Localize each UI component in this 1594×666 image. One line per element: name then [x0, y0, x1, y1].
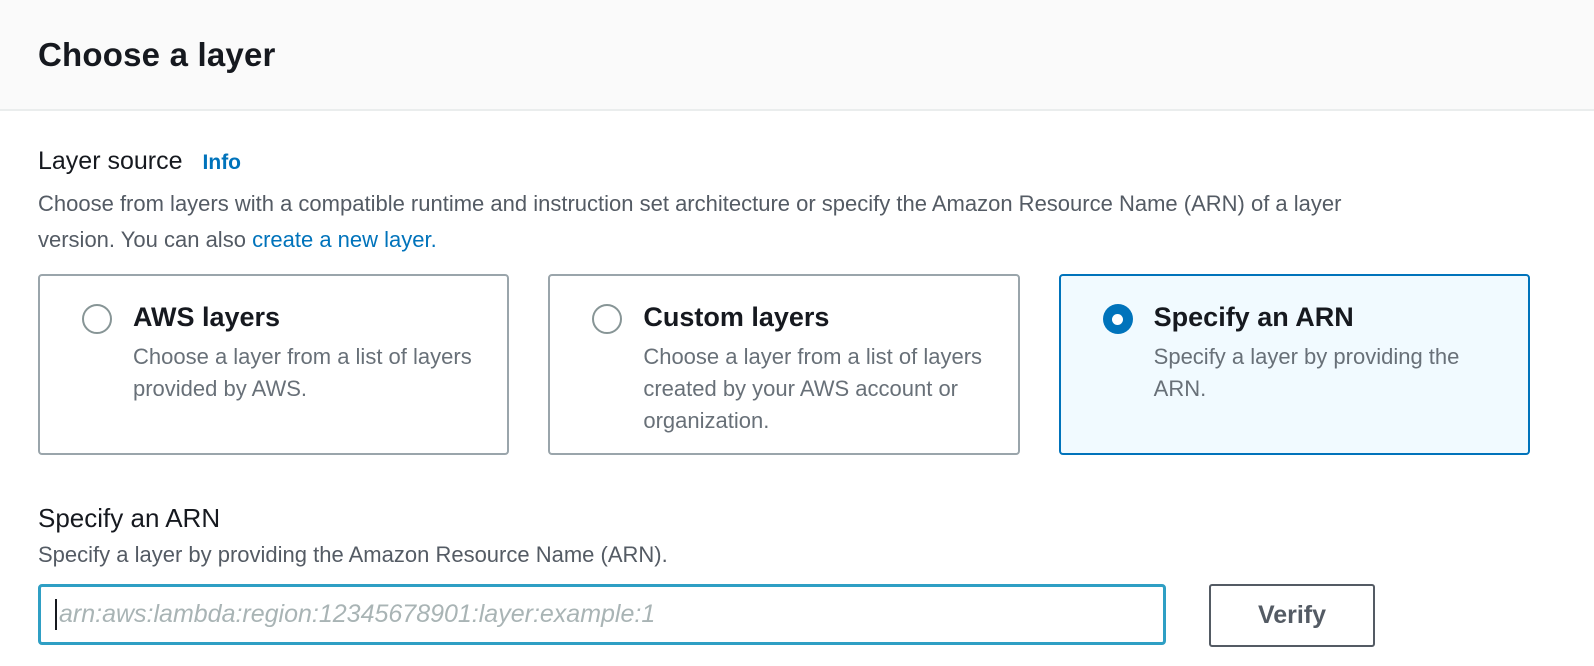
option-title-aws-layers: AWS layers	[133, 302, 281, 332]
layer-source-label: Layer source	[38, 147, 183, 175]
layer-option-card-custom-layers[interactable]: Custom layers Choose a layer from a list…	[548, 274, 1020, 455]
radio-checked-icon[interactable]	[1102, 304, 1133, 334]
create-new-layer-link[interactable]: create a new layer.	[252, 227, 437, 252]
specify-arn-section: Specify an ARN Specify a layer by provid…	[38, 503, 1530, 647]
arn-input[interactable]	[38, 584, 1166, 645]
specify-arn-label: Specify an ARN	[38, 503, 221, 533]
radio-unchecked-icon[interactable]	[592, 304, 623, 334]
layer-source-description: Choose from layers with a compatible run…	[38, 186, 1530, 258]
text-caret	[55, 599, 57, 630]
info-link[interactable]: Info	[202, 151, 242, 174]
layer-source-options: AWS layers Choose a layer from a list of…	[38, 274, 1530, 455]
layer-option-card-specify-arn[interactable]: Specify an ARN Specify a layer by provid…	[1058, 274, 1530, 455]
layer-option-card-aws-layers[interactable]: AWS layers Choose a layer from a list of…	[38, 274, 510, 455]
layer-source-label-row: Layer source Info	[38, 147, 1530, 176]
specify-arn-description: Specify a layer by providing the Amazon …	[38, 542, 668, 567]
verify-button[interactable]: Verify	[1209, 584, 1375, 647]
layer-source-description-line2: version. You can also	[38, 227, 246, 252]
choose-layer-form: Layer source Info Choose from layers wit…	[0, 111, 1594, 647]
layer-source-description-line1: Choose from layers with a compatible run…	[38, 191, 1342, 216]
option-title-custom-layers: Custom layers	[643, 302, 830, 332]
panel-header: Choose a layer	[0, 0, 1594, 111]
option-description-aws-layers: Choose a layer from a list of layers pro…	[133, 344, 472, 401]
option-title-specify-arn: Specify an ARN	[1153, 302, 1354, 332]
option-description-custom-layers: Choose a layer from a list of layers cre…	[643, 344, 983, 433]
arn-input-row: Verify	[38, 584, 1530, 647]
page-title: Choose a layer	[38, 35, 276, 73]
option-description-specify-arn: Specify a layer by providing the ARN.	[1153, 344, 1460, 401]
radio-unchecked-icon[interactable]	[82, 304, 112, 334]
